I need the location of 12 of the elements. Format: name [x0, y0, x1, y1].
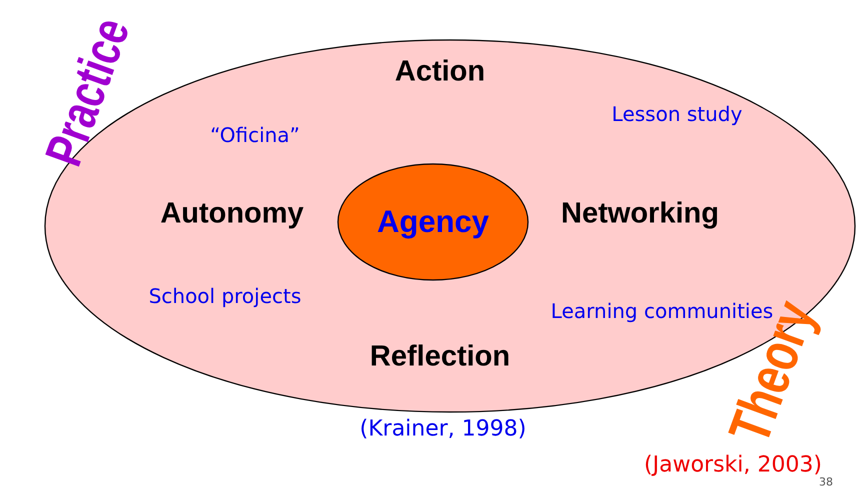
citation: (Jaworski, 2003): [644, 452, 822, 478]
core-label: Agency: [377, 204, 489, 240]
example-label: “Oficina”: [210, 123, 300, 147]
page-number: 38: [819, 476, 833, 488]
example-label: School projects: [148, 284, 302, 308]
practice-wordart: Practice: [34, 10, 142, 174]
category-label: Reflection: [370, 340, 510, 374]
citation: (Krainer, 1998): [360, 416, 526, 442]
category-label: Action: [394, 56, 486, 88]
category-label: Autonomy: [160, 198, 304, 230]
example-label: Lesson study: [612, 102, 742, 126]
category-label: Networking: [561, 198, 719, 230]
